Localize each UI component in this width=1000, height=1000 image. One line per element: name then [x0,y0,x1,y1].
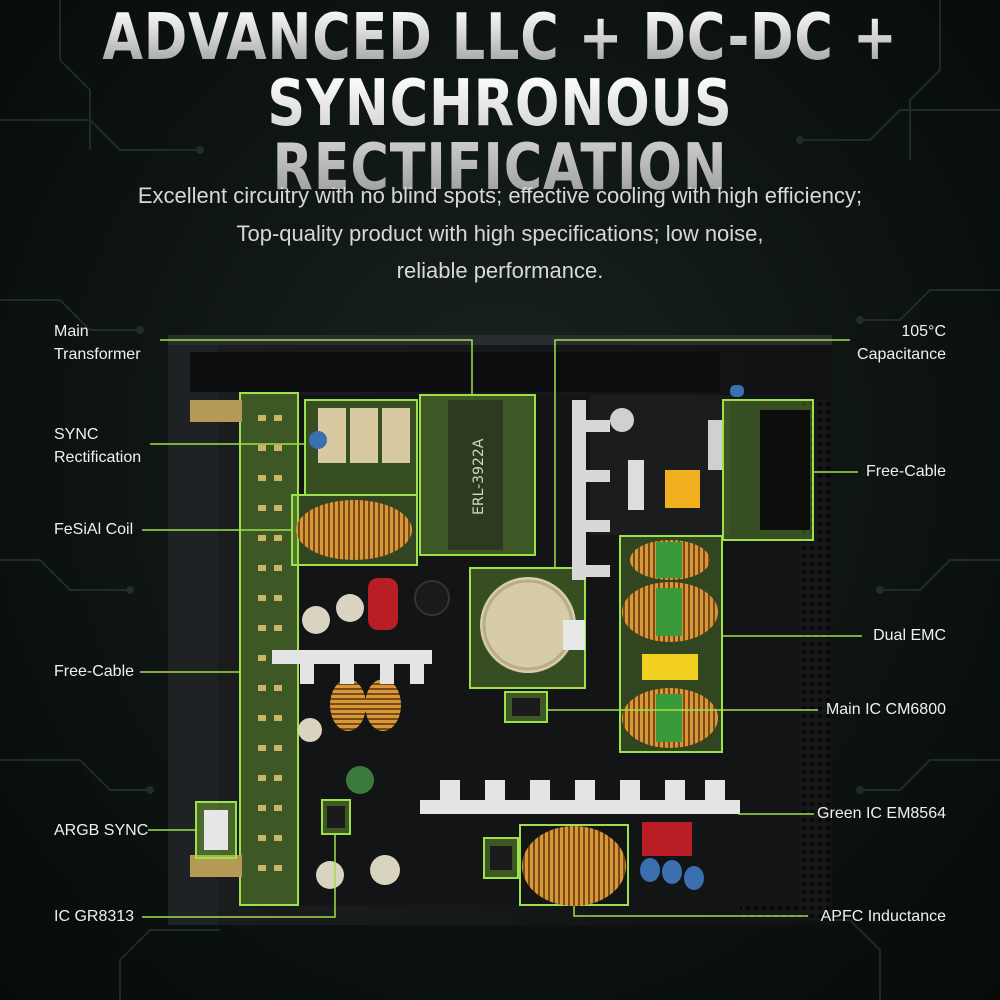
label-green-ic: Green IC EM8564 [817,805,946,822]
green-ic-em8564 [321,799,351,835]
free-cable-connector-board [239,392,299,906]
headline-line-2: SYNCHRONOUS RECTIFICATION [90,72,910,200]
argb-sync-connector [195,801,237,859]
label-sync-rectification-line2: Rectification [54,449,142,466]
sync-rectification-block [304,399,418,496]
label-fesial-coil: FeSiAl Coil [54,521,134,538]
label-argb-sync: ARGB SYNC [54,822,149,839]
label-free-cable-left: Free-Cable [54,663,135,680]
label-ic-gr8313: IC GR8313 [54,908,135,925]
y-capacitors [640,822,704,890]
label-apfc-inductance: APFC Inductance [820,908,946,925]
heatsink-primary [420,780,740,814]
fesial-coil [291,494,418,566]
dual-emc-filter [619,535,723,753]
label-capacitance-line1: 105°C [901,323,946,340]
brass-standoff-top [190,400,242,422]
bulk-capacitor-105c [469,567,586,689]
heatsink-secondary [272,650,432,684]
subtitle-line-1: Excellent circuitry with no blind spots;… [137,183,863,208]
label-capacitance-line2: Capacitance [857,346,946,363]
small-capacitors [298,578,450,889]
small-inductors [330,679,401,731]
label-dual-emc: Dual EMC [873,627,946,644]
free-cable-ac-connector [722,399,814,541]
heatsink-vertical [572,400,610,580]
headline-line-1: ADVANCED LLC + DC-DC + [90,6,910,70]
transformer-marking: ERL-3922A [471,438,487,515]
label-main-transformer-line1: Main [54,323,89,340]
label-sync-rectification-line1: SYNC [54,426,99,443]
subtitle-line-2: Top-quality product with high specificat… [236,221,764,246]
brass-standoff-bottom [190,855,242,877]
apfc-inductor [519,824,629,906]
callout-lines [140,339,862,918]
subtitle-line-3: reliable performance. [396,258,604,283]
main-transformer: ERL-3922A [419,394,536,556]
ac-input-section [610,385,744,510]
ic-gr8313 [483,837,519,879]
main-ic-cm6800 [504,691,548,723]
label-main-ic: Main IC CM6800 [825,701,946,718]
label-free-cable-right: Free-Cable [865,463,946,480]
label-main-transformer-line2: Transformer [54,346,141,363]
